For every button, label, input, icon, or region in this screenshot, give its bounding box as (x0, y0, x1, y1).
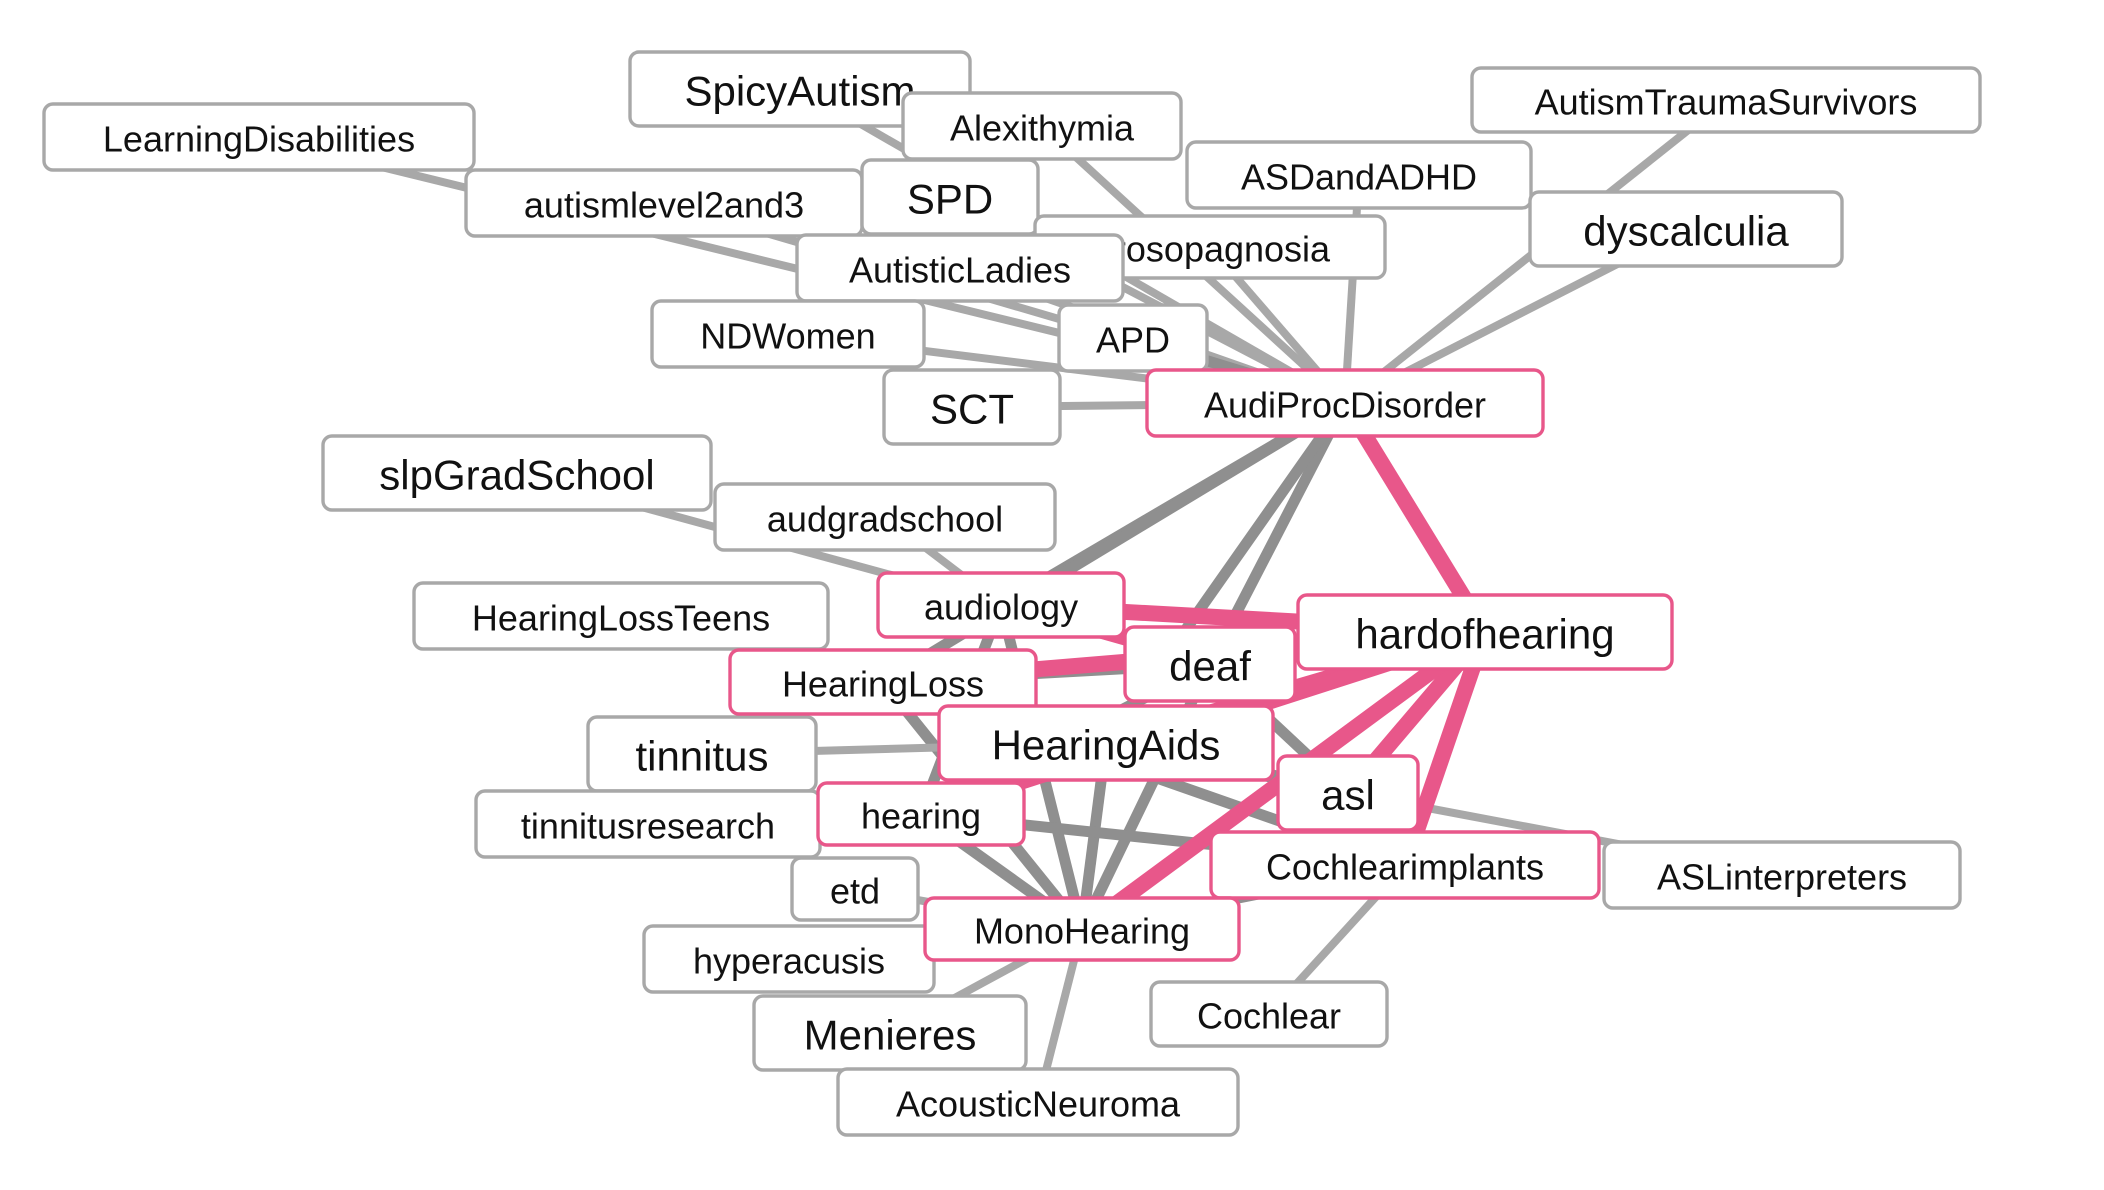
node-label: asl (1321, 772, 1375, 819)
node-label: hardofhearing (1355, 611, 1614, 658)
node-box (713, 482, 1057, 552)
node-hyperacusis[interactable]: hyperacusis (642, 924, 936, 994)
node-NDWomen[interactable]: NDWomen (650, 299, 926, 369)
node-box (795, 233, 1125, 303)
node-box (1185, 140, 1533, 210)
node-box (728, 648, 1038, 716)
node-deaf[interactable]: deaf (1123, 625, 1297, 703)
node-etd[interactable]: etd (790, 856, 920, 922)
node-label: AutismTraumaSurvivors (1535, 82, 1918, 123)
node-box (923, 896, 1241, 962)
node-Cochlearimplants[interactable]: Cochlearimplants (1209, 830, 1601, 900)
node-label: HearingAids (992, 722, 1221, 769)
node-box (1602, 840, 1962, 910)
node-box (650, 299, 926, 369)
node-audiology[interactable]: audiology (876, 571, 1126, 639)
node-box (876, 571, 1126, 639)
node-label: tinnitusresearch (521, 806, 775, 847)
node-SPD[interactable]: SPD (860, 158, 1040, 236)
node-label: Prosopagnosia (1090, 229, 1331, 270)
node-APD[interactable]: APD (1057, 303, 1209, 373)
node-Cochlear[interactable]: Cochlear (1149, 980, 1389, 1048)
node-label: dyscalculia (1583, 208, 1789, 255)
node-box (790, 856, 920, 922)
node-label: HearingLossTeens (472, 598, 770, 639)
node-ASLinterpreters[interactable]: ASLinterpreters (1602, 840, 1962, 910)
node-label: Alexithymia (950, 108, 1135, 149)
node-label: MonoHearing (974, 911, 1190, 952)
edge-ASDandADHD-AudiProcDisorder (1341, 174, 1363, 404)
node-AutisticLadies[interactable]: AutisticLadies (795, 233, 1125, 303)
node-label: slpGradSchool (379, 452, 654, 499)
node-MonoHearing[interactable]: MonoHearing (923, 896, 1241, 962)
node-label: Cochlearimplants (1266, 847, 1544, 888)
node-label: SpicyAutism (684, 68, 915, 115)
node-box (321, 434, 713, 512)
node-label: AudiProcDisorder (1204, 385, 1486, 426)
node-label: SCT (930, 386, 1014, 433)
node-label: APD (1096, 320, 1170, 361)
node-box (1470, 66, 1982, 134)
node-box (1145, 368, 1545, 438)
node-box (1149, 980, 1389, 1048)
node-tinnitus[interactable]: tinnitus (586, 715, 818, 793)
node-label: ASDandADHD (1241, 157, 1477, 198)
node-AcousticNeuroma[interactable]: AcousticNeuroma (836, 1067, 1240, 1137)
node-box (1123, 625, 1297, 703)
node-hearing[interactable]: hearing (816, 781, 1026, 847)
node-SpicyAutism[interactable]: SpicyAutism (628, 50, 972, 128)
node-box (1057, 303, 1209, 373)
node-Menieres[interactable]: Menieres (752, 994, 1028, 1072)
node-label: deaf (1169, 643, 1251, 690)
node-label: tinnitus (635, 733, 768, 780)
node-label: AutisticLadies (849, 250, 1071, 291)
node-box (816, 781, 1026, 847)
node-audgradschool[interactable]: audgradschool (713, 482, 1057, 552)
node-box (628, 50, 972, 128)
node-label: hearing (861, 796, 981, 837)
node-dyscalculia[interactable]: dyscalculia (1528, 190, 1844, 268)
node-box (1528, 190, 1844, 268)
node-asl[interactable]: asl (1276, 754, 1420, 832)
node-box (836, 1067, 1240, 1137)
node-LearningDisabilities[interactable]: LearningDisabilities (42, 102, 476, 172)
node-ASDandADHD[interactable]: ASDandADHD (1185, 140, 1533, 210)
node-label: etd (830, 871, 880, 912)
node-autismlevel2and3[interactable]: autismlevel2and3 (464, 168, 864, 238)
node-label: autismlevel2and3 (524, 185, 804, 226)
node-label: Cochlear (1197, 996, 1341, 1037)
node-box (42, 102, 476, 172)
node-label: ASLinterpreters (1657, 857, 1907, 898)
node-HearingLoss[interactable]: HearingLoss (728, 648, 1038, 716)
node-label: audiology (924, 587, 1078, 628)
node-label: audgradschool (767, 499, 1003, 540)
node-HearingLossTeens[interactable]: HearingLossTeens (412, 581, 830, 651)
node-label: Menieres (804, 1012, 977, 1059)
node-box (412, 581, 830, 651)
node-box (1209, 830, 1601, 900)
node-label: AcousticNeuroma (896, 1084, 1181, 1125)
node-slpGradSchool[interactable]: slpGradSchool (321, 434, 713, 512)
node-label: NDWomen (700, 316, 875, 357)
node-Alexithymia[interactable]: Alexithymia (901, 91, 1183, 161)
node-HearingAids[interactable]: HearingAids (937, 704, 1275, 782)
node-tinnitusresearch[interactable]: tinnitusresearch (474, 789, 822, 859)
node-box (1296, 593, 1674, 671)
node-label: SPD (907, 176, 993, 223)
node-SCT[interactable]: SCT (882, 368, 1062, 446)
node-box (882, 368, 1062, 446)
node-hardofhearing[interactable]: hardofhearing (1296, 593, 1674, 671)
node-box (937, 704, 1275, 782)
node-box (1276, 754, 1420, 832)
node-box (901, 91, 1183, 161)
node-label: hyperacusis (693, 941, 885, 982)
node-label: LearningDisabilities (103, 119, 415, 160)
node-AudiProcDisorder[interactable]: AudiProcDisorder (1145, 368, 1545, 438)
node-AutismTraumaSurvivors[interactable]: AutismTraumaSurvivors (1470, 66, 1982, 134)
node-label: HearingLoss (782, 664, 984, 705)
